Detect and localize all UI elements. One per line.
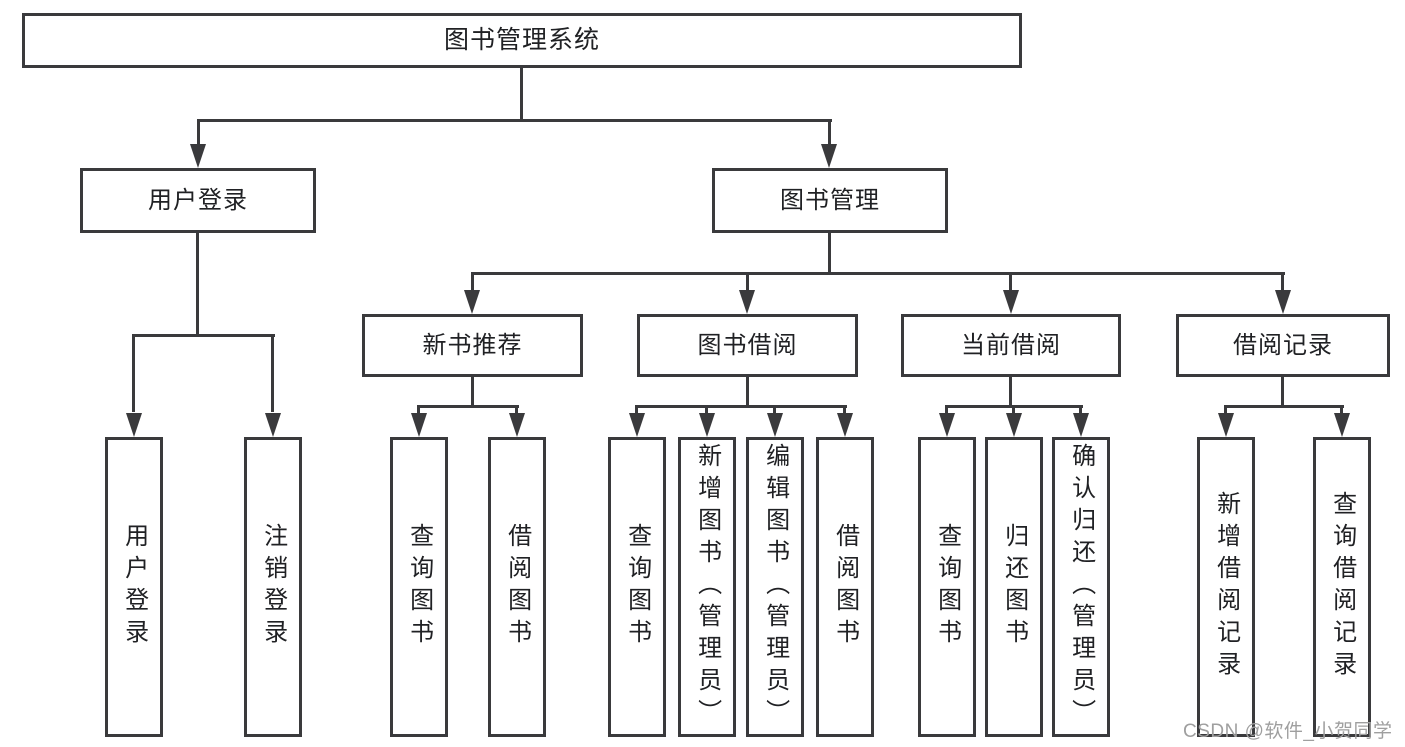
connector-line	[1079, 405, 1082, 417]
node-label: 新书推荐	[422, 331, 523, 359]
node-label: 借阅图书	[503, 523, 531, 651]
arrow-down-icon	[1006, 413, 1022, 437]
arrow-down-icon	[190, 144, 206, 168]
arrow-down-icon	[265, 413, 281, 437]
node-label: 用户登录	[148, 186, 248, 214]
connector-line	[471, 377, 474, 407]
connector-line	[1281, 272, 1284, 292]
node-current-borrowing: 当前借阅	[901, 314, 1121, 377]
arrow-down-icon	[509, 413, 525, 437]
connector-line	[636, 405, 847, 408]
connector-line	[746, 272, 749, 292]
connector-line	[1225, 405, 1344, 408]
node-label: 查询图书	[933, 523, 961, 651]
arrow-down-icon	[1218, 413, 1234, 437]
connector-line	[1340, 405, 1343, 417]
node-label: 当前借阅	[961, 331, 1061, 359]
node-library-system: 图书管理系统	[22, 13, 1022, 68]
node-label: 新增借阅记录	[1212, 491, 1240, 683]
leaf-edit-books-admin: 编辑图书（管理员）	[746, 437, 804, 737]
connector-line	[746, 377, 749, 407]
connector-line	[1012, 405, 1015, 417]
leaf-add-borrow-record: 新增借阅记录	[1197, 437, 1255, 737]
arrow-down-icon	[411, 413, 427, 437]
connector-line	[515, 405, 518, 417]
arrow-down-icon	[939, 413, 955, 437]
arrow-down-icon	[1003, 290, 1019, 314]
node-label: 确认归还（管理员）	[1067, 443, 1095, 731]
connector-line	[471, 272, 1285, 275]
connector-line	[196, 233, 199, 337]
arrow-down-icon	[767, 413, 783, 437]
node-borrowing-records: 借阅记录	[1176, 314, 1390, 377]
connector-line	[828, 233, 831, 275]
arrow-down-icon	[1334, 413, 1350, 437]
arrow-down-icon	[837, 413, 853, 437]
leaf-query-borrow-record: 查询借阅记录	[1313, 437, 1371, 737]
connector-line	[520, 68, 523, 120]
connector-line	[635, 405, 638, 417]
leaf-add-books-admin: 新增图书（管理员）	[678, 437, 736, 737]
connector-line	[471, 272, 474, 292]
connector-line	[197, 119, 832, 122]
node-label: 注销登录	[259, 523, 287, 651]
connector-line	[197, 119, 200, 147]
arrow-down-icon	[699, 413, 715, 437]
csdn-watermark: CSDN @软件_小贺同学	[1183, 721, 1393, 742]
arrow-down-icon	[126, 413, 142, 437]
leaf-user-login: 用户登录	[105, 437, 163, 737]
connector-line	[843, 405, 846, 417]
leaf-borrow-books-recommend: 借阅图书	[488, 437, 546, 737]
node-book-borrowing: 图书借阅	[637, 314, 858, 377]
connector-line	[1224, 405, 1227, 417]
connector-line	[945, 405, 948, 417]
leaf-query-books-current: 查询图书	[918, 437, 976, 737]
leaf-return-books: 归还图书	[985, 437, 1043, 737]
leaf-confirm-return-admin: 确认归还（管理员）	[1052, 437, 1110, 737]
node-label: 用户登录	[120, 523, 148, 651]
connector-line	[1281, 377, 1284, 407]
leaf-logout: 注销登录	[244, 437, 302, 737]
node-label: 查询图书	[623, 523, 651, 651]
node-label: 图书管理	[780, 186, 880, 214]
node-label: 借阅记录	[1233, 331, 1333, 359]
arrow-down-icon	[1073, 413, 1089, 437]
arrow-down-icon	[739, 290, 755, 314]
node-label: 借阅图书	[831, 523, 859, 651]
arrow-down-icon	[1275, 290, 1291, 314]
connector-line	[705, 405, 708, 417]
node-label: 查询借阅记录	[1328, 491, 1356, 683]
connector-line	[773, 405, 776, 417]
node-label: 图书管理系统	[443, 26, 600, 54]
arrow-down-icon	[464, 290, 480, 314]
arrow-down-icon	[629, 413, 645, 437]
node-new-book-recommend: 新书推荐	[362, 314, 583, 377]
node-user-login: 用户登录	[80, 168, 316, 233]
connector-line	[1009, 272, 1012, 292]
node-label: 图书借阅	[697, 331, 798, 359]
connector-line	[1009, 377, 1012, 407]
arrow-down-icon	[821, 144, 837, 168]
connector-line	[417, 405, 420, 417]
node-book-management: 图书管理	[712, 168, 948, 233]
leaf-borrow-books: 借阅图书	[816, 437, 874, 737]
node-label: 新增图书（管理员）	[693, 443, 721, 731]
connector-line	[132, 334, 275, 337]
node-label: 归还图书	[1000, 523, 1028, 651]
connector-line	[828, 119, 831, 147]
connector-line	[132, 334, 135, 412]
leaf-query-books-borrow: 查询图书	[608, 437, 666, 737]
node-label: 查询图书	[405, 523, 433, 651]
node-label: 编辑图书（管理员）	[761, 443, 789, 731]
connector-line	[418, 405, 519, 408]
leaf-query-books-recommend: 查询图书	[390, 437, 448, 737]
connector-line	[271, 334, 274, 412]
